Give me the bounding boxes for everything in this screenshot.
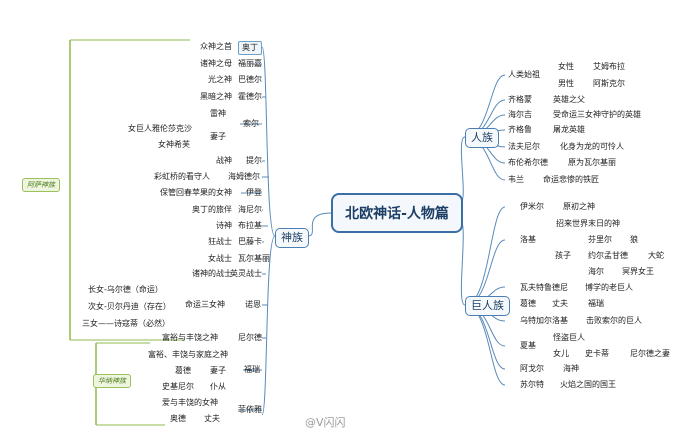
idun-node[interactable]: 伊登 <box>246 188 262 197</box>
baka-role: 狂战士 <box>208 237 232 246</box>
einherjar-node[interactable]: 英灵战士 <box>230 269 262 278</box>
sigurd-role: 屠龙英雄 <box>553 125 585 134</box>
thor-role: 雷神 <box>210 109 226 118</box>
thjazi-node[interactable]: 夏基 <box>520 341 536 350</box>
helgi-node[interactable]: 海尔吉 <box>508 110 532 119</box>
vafthrudnir-role: 博学的老巨人 <box>585 283 633 292</box>
jormungandr-node[interactable]: 约尔孟甘德 <box>588 251 628 260</box>
female-label: 女性 <box>558 62 574 71</box>
odin-role: 众神之首 <box>200 42 232 51</box>
ymir-role: 原初之神 <box>563 202 595 211</box>
valk-role: 女战士 <box>208 254 232 263</box>
volund-role: 命运悲惨的铁匠 <box>543 175 599 184</box>
fafnir-node[interactable]: 法夫尼尔 <box>508 142 540 151</box>
skirnir-rel: 仆从 <box>210 382 226 391</box>
utgard-role: 击败索尔的巨人 <box>586 316 642 325</box>
daughter-label: 女儿 <box>553 349 569 358</box>
thor-wife-rel: 妻子 <box>210 132 226 141</box>
first-humans[interactable]: 人类始祖 <box>508 70 540 79</box>
vafthrudnir-node[interactable]: 瓦夫特鲁德尼 <box>520 283 568 292</box>
sigurd-node[interactable]: 齐格鲁 <box>508 125 532 134</box>
idun-role: 保管回春苹果的女神 <box>160 188 232 197</box>
norn-verdandi: 次女-贝尔丹迪（存在） <box>88 302 171 311</box>
surtr-role: 火焰之国的国王 <box>560 380 616 389</box>
norn-skuld: 三女——诗寇蒂（必然） <box>82 319 170 328</box>
loki-node[interactable]: 洛基 <box>520 235 536 244</box>
norns-node[interactable]: 诺恩 <box>245 300 261 309</box>
freyr-node[interactable]: 福瑞 <box>244 365 260 374</box>
branch-giants[interactable]: 巨人族 <box>465 296 510 316</box>
sif-desc: 女巨人雅伦莎克沙 <box>128 124 192 133</box>
group-aesir[interactable]: 阿萨神族 <box>22 178 60 192</box>
baldr-node[interactable]: 巴德尔 <box>238 75 262 84</box>
sigmund-role: 英雄之父 <box>553 95 585 104</box>
surtr-node[interactable]: 苏尔特 <box>520 380 544 389</box>
freyja-node[interactable]: 菲依雅 <box>238 405 262 414</box>
heimdall-node[interactable]: 海姆德尔 <box>228 172 260 181</box>
fenrir-node[interactable]: 芬里尔 <box>588 235 612 244</box>
hodr-role: 黑暗之神 <box>200 92 232 101</box>
skadi-role: 尼尔德之妻 <box>630 349 670 358</box>
od-rel: 丈夫 <box>204 414 220 423</box>
central-topic[interactable]: 北欧神话-人物篇 <box>331 193 463 233</box>
gerd-giant-node[interactable]: 葛德 <box>520 299 536 308</box>
ask-node[interactable]: 阿斯克尔 <box>593 79 625 88</box>
brynhild-role: 原为瓦尔基丽 <box>568 158 616 167</box>
embla-node[interactable]: 艾姆布拉 <box>593 62 625 71</box>
group-vanir[interactable]: 华纳神族 <box>93 374 131 388</box>
jormungandr-kind: 大蛇 <box>648 251 664 260</box>
branch-humans[interactable]: 人族 <box>465 128 499 148</box>
frigg-role: 诸神之母 <box>200 59 232 68</box>
sif-node[interactable]: 女神希芙 <box>158 140 190 149</box>
frigg-node[interactable]: 福丽嘉 <box>238 59 262 68</box>
bragi-role: 诗神 <box>216 221 232 230</box>
od-node[interactable]: 奥德 <box>170 414 186 423</box>
norn-urd: 长女-乌尔德（命运） <box>88 285 163 294</box>
freyr-giant-link[interactable]: 福瑞 <box>588 299 604 308</box>
male-label: 男性 <box>558 79 574 88</box>
skirnir-node[interactable]: 史基尼尔 <box>162 382 194 391</box>
gerd-husband-rel: 丈夫 <box>552 299 568 308</box>
ymir-node[interactable]: 伊米尔 <box>520 202 544 211</box>
gerd-node[interactable]: 葛德 <box>175 366 191 375</box>
hermod-node[interactable]: 海尼尔 <box>238 205 262 214</box>
aegir-role: 海神 <box>563 364 579 373</box>
helgi-role: 受命运三女神守护的英雄 <box>553 110 641 119</box>
tyr-role: 战神 <box>216 156 232 165</box>
thor-node[interactable]: 索尔 <box>243 119 259 128</box>
hodr-node[interactable]: 霍德尔 <box>238 92 262 101</box>
thjazi-role: 怪盗巨人 <box>553 333 585 342</box>
hermod-role: 奥丁的旅伴 <box>192 205 232 214</box>
skadi-node[interactable]: 史卡蒂 <box>585 349 609 358</box>
branch-gods[interactable]: 神族 <box>275 228 309 248</box>
fenrir-kind: 狼 <box>630 235 638 244</box>
sigmund-node[interactable]: 齐格蒙 <box>508 95 532 104</box>
norns-role: 命运三女神 <box>185 300 225 309</box>
einherjar-role: 诸神的战士 <box>192 269 232 278</box>
odin-node[interactable]: 奥丁 <box>238 41 262 55</box>
volund-node[interactable]: 韦兰 <box>508 175 524 184</box>
freyja-role: 爱与丰饶的女神 <box>162 398 218 407</box>
aegir-node[interactable]: 阿戈尔 <box>520 364 544 373</box>
freyr-role: 富裕、丰饶与家庭之神 <box>148 350 228 359</box>
brynhild-node[interactable]: 布伦希尔德 <box>508 158 548 167</box>
gerd-rel: 妻子 <box>210 366 226 375</box>
utgard-node[interactable]: 乌特加尔洛基 <box>520 316 568 325</box>
loki-role: 招来世界末日的神 <box>556 219 620 228</box>
njord-role: 富裕与丰饶之神 <box>162 333 218 342</box>
hel-role: 冥界女王 <box>622 267 654 276</box>
njord-node[interactable]: 尼尔德 <box>238 333 262 342</box>
tyr-node[interactable]: 提尔 <box>246 156 262 165</box>
child-label: 孩子 <box>555 251 571 260</box>
watermark: @V闪闪 <box>305 416 346 429</box>
heimdall-role: 彩虹桥的看守人 <box>154 172 210 181</box>
baka-node[interactable]: 巴藤卡 <box>238 237 262 246</box>
fafnir-role: 化身为龙的可怜人 <box>560 142 624 151</box>
valk-node[interactable]: 瓦尔基丽 <box>238 254 270 263</box>
baldr-role: 光之神 <box>208 75 232 84</box>
bragi-node[interactable]: 布拉基 <box>238 221 262 230</box>
hel-node[interactable]: 海尔 <box>588 267 604 276</box>
